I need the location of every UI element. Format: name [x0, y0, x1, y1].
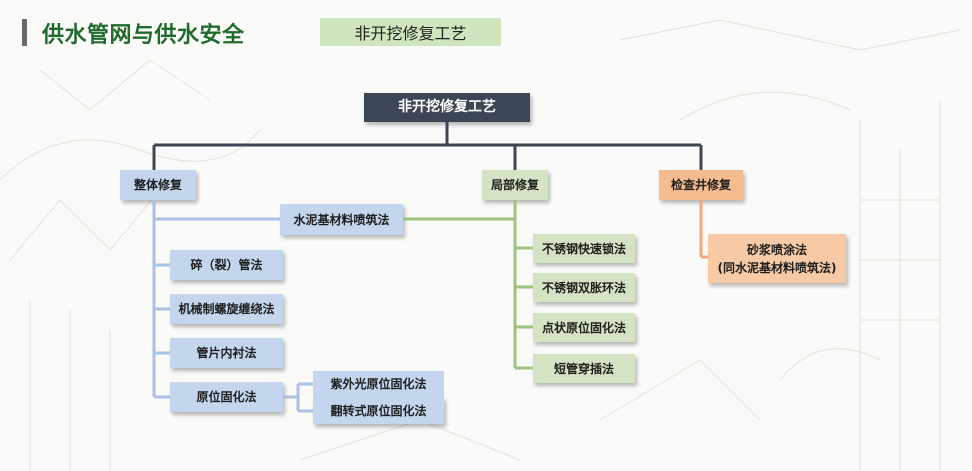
method-spiral-wound: 机械制螺旋缠绕法 [170, 294, 283, 324]
method-segment-lining: 管片内衬法 [170, 338, 283, 368]
root-node: 非开挖修复工艺 [364, 93, 530, 122]
method-quick-lock: 不锈钢快速锁法 [533, 234, 635, 263]
header-accent-bar [22, 19, 27, 46]
sub-method-inversion-cip: 翻转式原位固化法 [313, 397, 444, 424]
method-pipe-burst: 碎（裂）管法 [170, 250, 283, 280]
category-whole-repair: 整体修复 [120, 170, 196, 200]
method-double-ring: 不锈钢双胀环法 [533, 273, 635, 302]
method-spot-cip: 点状原位固化法 [533, 313, 635, 342]
method-cured-in-place: 原位固化法 [170, 382, 283, 412]
page-title: 供水管网与供水安全 [42, 23, 245, 48]
mortar-spray-line2: (同水泥基材料喷筑法) [717, 260, 837, 275]
section-subtitle: 非开挖修复工艺 [320, 18, 501, 46]
mortar-spray-line1: 砂浆喷涂法 [746, 242, 807, 257]
sub-method-uv-cip: 紫外光原位固化法 [313, 371, 444, 397]
method-mortar-spray: 砂浆喷涂法 (同水泥基材料喷筑法) [708, 234, 846, 283]
method-short-pipe: 短管穿插法 [533, 354, 635, 383]
category-local-repair: 局部修复 [482, 170, 548, 200]
category-manhole-repair: 检查井修复 [659, 170, 743, 200]
method-cement-spray: 水泥基材料喷筑法 [280, 204, 403, 235]
